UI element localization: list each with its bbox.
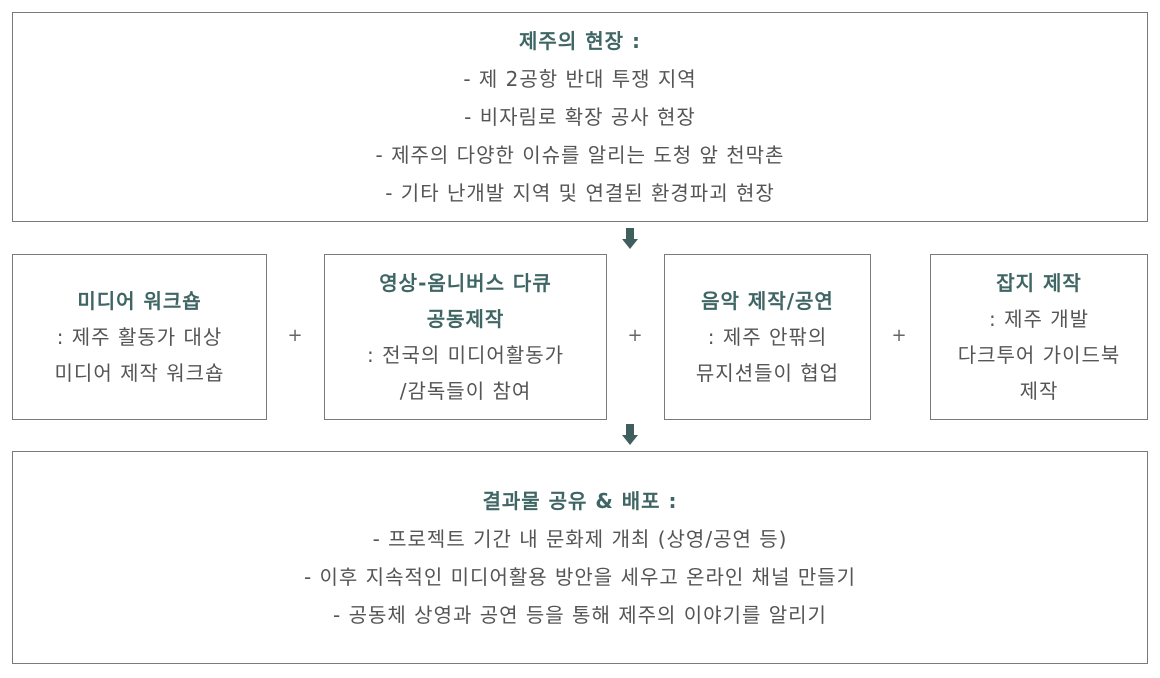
bottom-box-results: 결과물 공유 & 배포 : - 프로젝트 기간 내 문화제 개최 (상영/공연 … xyxy=(12,451,1148,664)
plus-sign: + xyxy=(627,325,643,346)
media-workshop-box: 미디어 워크숍 : 제주 활동가 대상 미디어 제작 워크숍 xyxy=(12,254,267,420)
omnibus-documentary-box: 영상-옴니버스 다큐 공동제작 : 전국의 미디어활동가 /감독들이 참여 xyxy=(324,254,607,420)
plus-sign: + xyxy=(891,325,907,346)
omnibus-documentary-line: /감독들이 참여 xyxy=(399,379,532,403)
magazine-production-line: 다크투어 가이드북 xyxy=(957,343,1121,367)
bottom-box-item: - 이후 지속적인 미디어활용 방안을 세우고 온라인 채널 만들기 xyxy=(303,564,857,589)
media-workshop-line: : 제주 활동가 대상 xyxy=(56,325,223,349)
omnibus-documentary-title: 공동제작 xyxy=(426,307,505,331)
music-production-line: : 제주 안팎의 xyxy=(707,325,828,349)
media-workshop-line: 미디어 제작 워크숍 xyxy=(54,361,225,385)
media-workshop-title: 미디어 워크숍 xyxy=(77,289,202,313)
down-arrow-icon xyxy=(622,228,638,250)
music-production-line: 뮤지션들이 협업 xyxy=(695,361,840,385)
bottom-box-title: 결과물 공유 & 배포 : xyxy=(482,488,678,513)
down-arrow-icon xyxy=(622,424,638,446)
plus-sign: + xyxy=(287,325,303,346)
bottom-box-item: - 공동체 상영과 공연 등을 통해 제주의 이야기를 알리기 xyxy=(333,602,827,627)
top-box-item: - 제 2공항 반대 투쟁 지역 xyxy=(463,67,697,91)
magazine-production-title: 잡지 제작 xyxy=(996,271,1082,295)
omnibus-documentary-line: : 전국의 미디어활동가 xyxy=(366,343,565,367)
music-production-box: 음악 제작/공연 : 제주 안팎의 뮤지션들이 협업 xyxy=(664,254,871,420)
music-production-title: 음악 제작/공연 xyxy=(701,289,834,313)
top-box-title: 제주의 현장 : xyxy=(519,29,641,53)
top-box-item: - 제주의 다양한 이슈를 알리는 도청 앞 천막촌 xyxy=(375,143,785,167)
magazine-production-line: : 제주 개발 xyxy=(988,307,1090,331)
bottom-box-item: - 프로젝트 기간 내 문화제 개최 (상영/공연 등) xyxy=(372,526,788,551)
magazine-production-box: 잡지 제작 : 제주 개발 다크투어 가이드북 제작 xyxy=(930,254,1148,420)
magazine-production-line: 제작 xyxy=(1019,379,1059,403)
omnibus-documentary-title: 영상-옴니버스 다큐 xyxy=(379,271,552,295)
top-box-item: - 비자림로 확장 공사 현장 xyxy=(464,105,696,129)
top-box-jeju-sites: 제주의 현장 : - 제 2공항 반대 투쟁 지역 - 비자림로 확장 공사 현… xyxy=(12,12,1148,222)
top-box-item: - 기타 난개발 지역 및 연결된 환경파괴 현장 xyxy=(385,181,775,205)
